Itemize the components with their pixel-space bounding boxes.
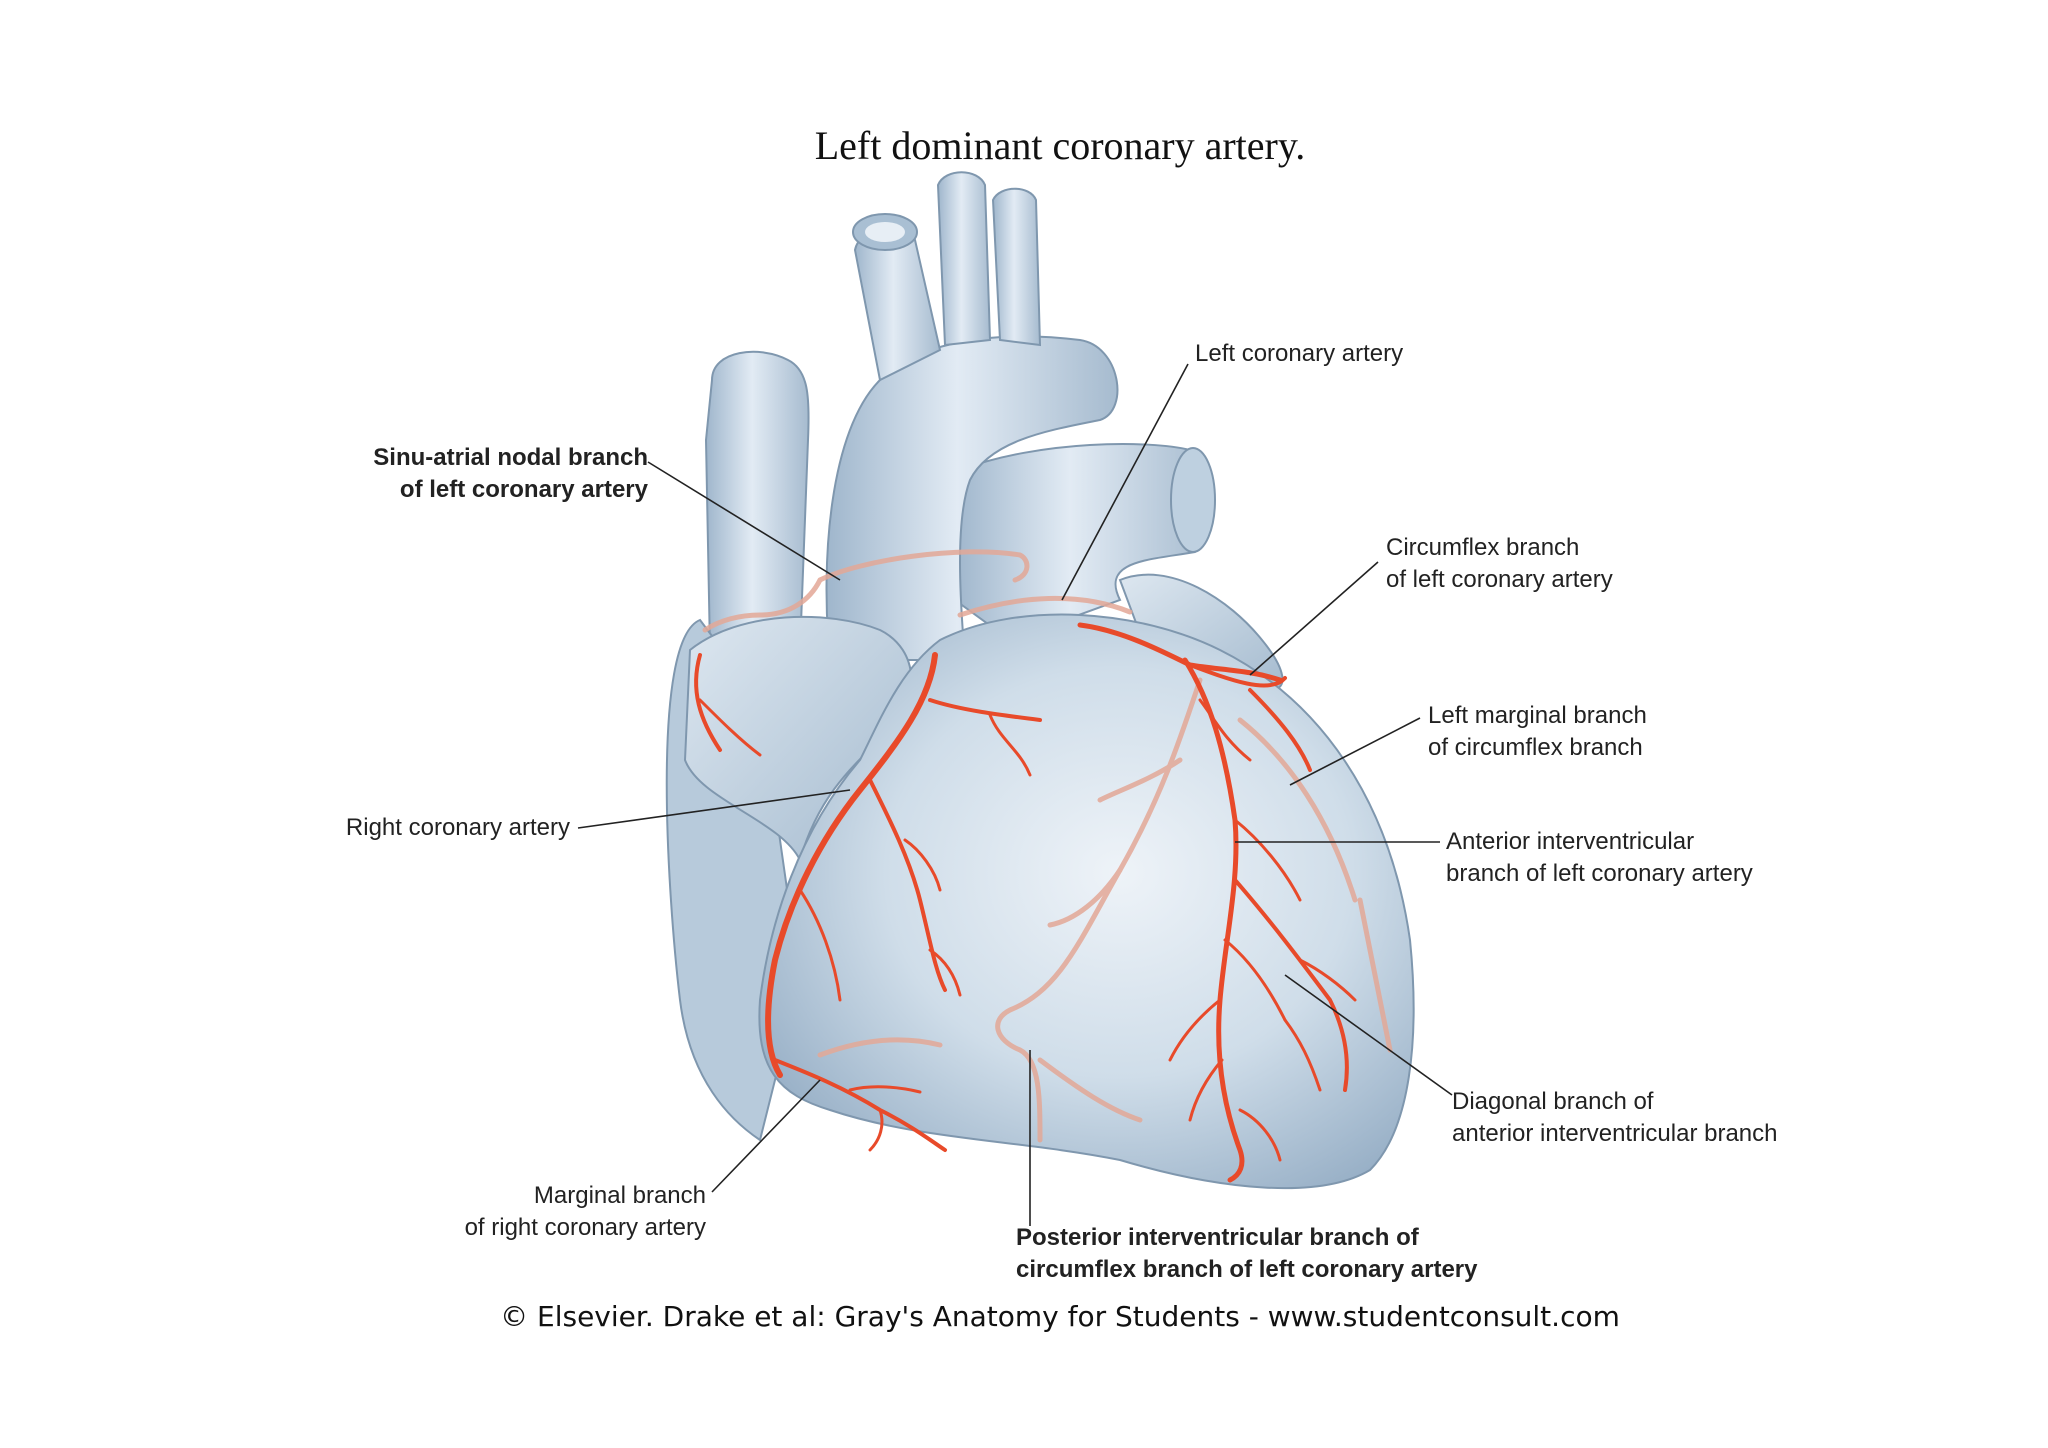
ventricles (758, 613, 1415, 1190)
pulmonary-opening (1170, 447, 1216, 553)
brachiocephalic-trunk (853, 226, 942, 382)
label-anterior-interventricular-branch: Anterior interventricular branch of left… (1446, 828, 1753, 887)
left-common-carotid (936, 171, 992, 347)
label-posterior-interventricular-branch: Posterior interventricular branch of cir… (1016, 1224, 1478, 1283)
superior-vena-cava (704, 350, 810, 651)
label-left-coronary-artery: Left coronary artery (1195, 340, 1404, 367)
label-diagonal-branch: Diagonal branch of anterior interventric… (1452, 1088, 1778, 1147)
aortic-arch (825, 335, 1119, 661)
label-circumflex-branch: Circumflex branch of left coronary arter… (1386, 534, 1613, 593)
label-marginal-branch-right: Marginal branch of right coronary artery (464, 1182, 706, 1241)
label-sinu-atrial-nodal-branch: Sinu-atrial nodal branch of left coronar… (373, 444, 648, 503)
label-right-coronary-artery: Right coronary artery (345, 814, 570, 841)
diagram-title: Left dominant coronary artery. (814, 123, 1306, 168)
copyright-credit: © Elsevier. Drake et al: Gray's Anatomy … (500, 1300, 1620, 1333)
left-subclavian (991, 187, 1042, 347)
coronary-arteries (694, 622, 1357, 1183)
leader-lines (577, 363, 1453, 1226)
label-left-marginal-branch: Left marginal branch of circumflex branc… (1428, 702, 1647, 761)
